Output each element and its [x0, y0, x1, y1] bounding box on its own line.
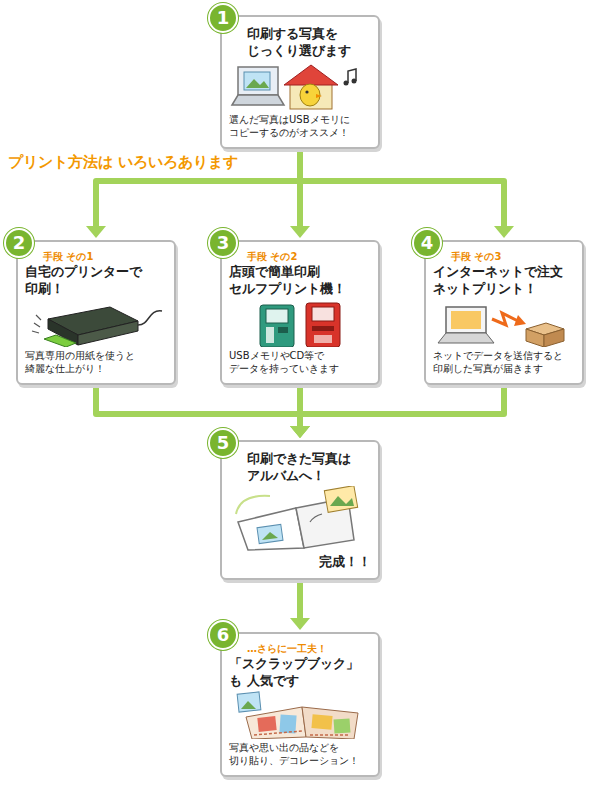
flow-connector — [300, 152, 514, 238]
choose-photo-illustration — [230, 61, 370, 111]
step-text-tag: 手段 その2 — [247, 250, 371, 263]
flow-connector — [290, 388, 504, 438]
step-text-head: 印刷する写真を じっくり選びます — [247, 25, 371, 59]
callout-number: 6 — [208, 620, 238, 650]
arrow-head — [290, 426, 310, 438]
kiosk-illustration — [230, 299, 370, 347]
flow-connector — [290, 583, 310, 630]
step-text-head: 「スクラップブック」も 人気です — [229, 655, 371, 689]
arrow-head — [290, 426, 310, 438]
step-box: 手段 その1自宅のプリンターで 印刷！ 写真専用の用紙を使うと 綺麗な仕上がり！ — [16, 240, 176, 385]
step-box: 印刷できた写真は アルバムへ！ 完成！！ — [220, 440, 380, 580]
step-text-body: ネットでデータを送信すると 印刷した写真が届きます — [433, 349, 575, 375]
arrow-head — [86, 226, 106, 238]
step-text-tag: …さらに一工夫！ — [247, 642, 371, 655]
connector-line — [297, 583, 303, 620]
step-text-body: 写真や思い出の品などを 切り貼り、デコレーション！ — [229, 741, 371, 767]
step-box: 手段 その2店頭で簡単印刷 セルフプリント機！ USBメモリやCD等で データを… — [220, 240, 380, 385]
arrow-head — [290, 426, 310, 438]
step-text-head: 自宅のプリンターで 印刷！ — [25, 263, 167, 297]
step-box: …さらに一工夫！「スクラップブック」も 人気です 写真や思い出の品などを 切り貼… — [220, 632, 380, 777]
album-illustration — [230, 486, 370, 552]
callout-number: 4 — [412, 228, 442, 258]
flow-connector — [96, 388, 310, 438]
connector-line — [300, 388, 504, 428]
net-print-illustration — [434, 299, 574, 347]
arrow-head — [290, 226, 310, 238]
step-text-body: USBメモリやCD等で データを持っていきます — [229, 349, 371, 375]
callout-number: 2 — [4, 228, 34, 258]
step-text-body: 選んだ写真はUSBメモリに コピーするのがオススメ！ — [229, 113, 371, 139]
connector-line — [96, 388, 300, 428]
callout-number: 3 — [208, 228, 238, 258]
callout-number: 5 — [208, 428, 238, 458]
step-text-head: インターネットで注文 ネットプリント！ — [433, 263, 575, 297]
step-text-head: 印刷できた写真は アルバムへ！ — [247, 450, 371, 484]
arrow-head — [290, 618, 310, 630]
step-text-tag: 手段 その1 — [43, 250, 167, 263]
step-text-head: 店頭で簡単印刷 セルフプリント機！ — [229, 263, 371, 297]
arrow-head — [494, 226, 514, 238]
home-printer-illustration — [26, 299, 166, 347]
step-text-body: 写真専用の用紙を使うと 綺麗な仕上がり！ — [25, 349, 167, 375]
step-text-tag: 手段 その3 — [451, 250, 575, 263]
branch-note: プリント方法は いろいろあります — [6, 152, 240, 172]
step-box: 印刷する写真を じっくり選びます 選んだ写真はUSBメモリに コピーするのがオス… — [220, 15, 380, 149]
step-box: 手段 その3インターネットで注文 ネットプリント！ ネットでデータを送信すると … — [424, 240, 584, 385]
connector-line — [300, 152, 504, 228]
callout-number: 1 — [208, 3, 238, 33]
step-text-done: 完成！！ — [229, 554, 371, 570]
scrapbook-illustration — [230, 691, 370, 739]
